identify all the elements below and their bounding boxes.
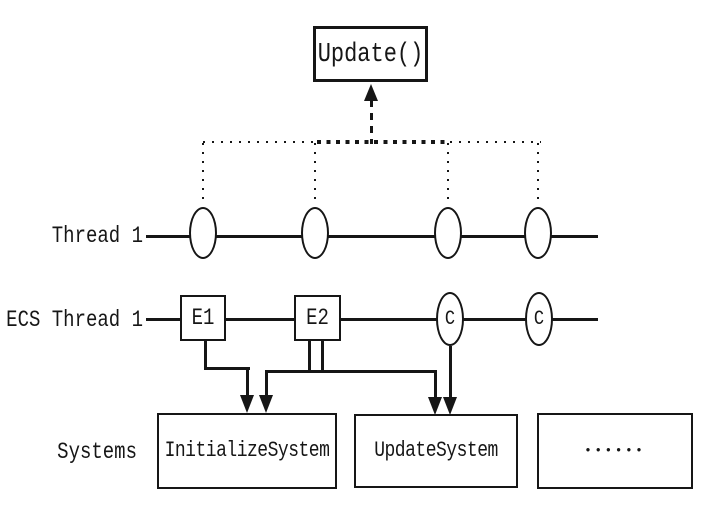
thread1-timeline: [146, 235, 598, 238]
e2-drop-line-right: [321, 341, 324, 373]
dashed-connector-line: [370, 100, 373, 144]
thread1-task-oval-4: [524, 207, 552, 259]
event-e1-label: E1: [191, 304, 215, 332]
thread1-task-oval-2: [301, 207, 329, 259]
arrowhead-down-icon-1: [240, 395, 254, 413]
e2-drop-line-left: [308, 341, 311, 373]
e2-bus-line: [265, 370, 437, 373]
component-c1-label: C: [444, 307, 456, 331]
c1-arrow-stem: [449, 346, 452, 397]
thread1-task-oval-3: [434, 207, 462, 259]
e2-right-arrow-stem: [434, 370, 437, 397]
thread1-row-label: Thread 1: [51, 222, 143, 250]
event-e2-label: E2: [306, 304, 329, 332]
e1-elbow-line: [204, 367, 250, 370]
update-function-label: Update(): [317, 38, 424, 70]
event-e1-box: E1: [180, 295, 226, 341]
systems-row-label: Systems: [57, 438, 137, 466]
initialize-system-box: InitializeSystem: [157, 413, 337, 489]
e1-drop-line: [204, 341, 207, 370]
dotted-drop-4: [537, 143, 539, 204]
ellipsis-system-box: ••••••: [537, 413, 693, 489]
update-function-box: Update(): [313, 26, 428, 82]
component-c2-oval: C: [525, 292, 553, 346]
arrowhead-down-icon-3: [428, 397, 442, 415]
ellipsis-label: ••••••: [584, 444, 646, 458]
component-c2-label: C: [533, 307, 545, 331]
arrowhead-down-icon-2: [259, 395, 273, 413]
dotted-line-right: [450, 141, 541, 143]
event-e2-box: E2: [294, 295, 341, 341]
initialize-system-label: InitializeSystem: [164, 438, 330, 464]
dotted-drop-2: [314, 143, 316, 204]
dotted-drop-1: [202, 143, 204, 204]
update-system-box: UpdateSystem: [354, 414, 518, 488]
ecs-thread-timeline: [146, 318, 598, 321]
e1-arrow-stem: [246, 367, 249, 395]
dotted-drop-3: [447, 143, 449, 204]
thread1-task-oval-1: [189, 207, 217, 259]
dotted-line-left: [203, 141, 317, 143]
arrowhead-up-icon: [364, 84, 378, 101]
e2-left-arrow-stem: [265, 370, 268, 395]
update-system-label: UpdateSystem: [374, 438, 498, 464]
dotted-line-middle: [317, 140, 450, 144]
arrowhead-down-icon-4: [443, 397, 457, 415]
component-c1-oval: C: [436, 292, 464, 346]
ecs-thread-row-label: ECS Thread 1: [6, 306, 143, 334]
